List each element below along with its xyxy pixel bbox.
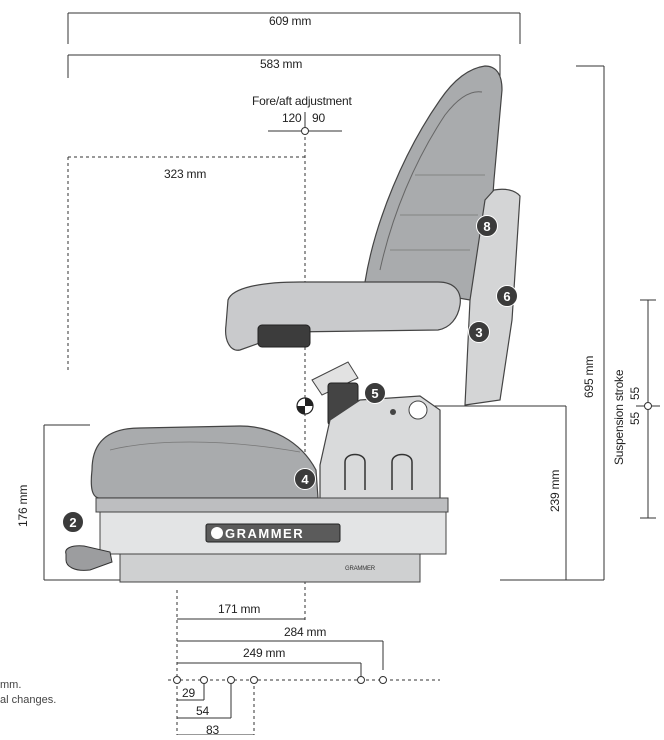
dim-695-label: 695 mm xyxy=(582,355,596,398)
dim-284-label: 284 mm xyxy=(284,625,327,639)
dim-609-label: 609 mm xyxy=(269,14,312,28)
baseline-markers xyxy=(173,127,652,684)
fore-aft-right-value: 90 xyxy=(312,111,325,125)
dim-29-label: 29 xyxy=(182,686,195,700)
fore-aft-left-value: 120 xyxy=(282,111,302,125)
callout-marker-6: 6 xyxy=(496,285,518,307)
callout-marker-4: 4 xyxy=(294,468,316,490)
brand-logo-text: GRAMMER xyxy=(225,526,305,541)
dim-176-label: 176 mm xyxy=(16,484,30,527)
suspension-down-value: 55 xyxy=(628,412,642,425)
callout-marker-5: 5 xyxy=(364,382,386,404)
fore-aft-title: Fore/aft adjustment xyxy=(252,94,352,108)
dim-583-label: 583 mm xyxy=(260,57,303,71)
footnote-line-2: al changes. xyxy=(0,694,57,706)
dashed-guides xyxy=(67,131,440,735)
dim-54-label: 54 xyxy=(196,704,209,718)
brand-small-text: GRAMMER xyxy=(345,566,375,572)
callout-marker-3: 3 xyxy=(468,321,490,343)
dim-171-label: 171 mm xyxy=(218,602,261,616)
dim-83-label: 83 xyxy=(206,723,219,737)
suspension-up-value: 55 xyxy=(628,387,642,400)
callout-marker-8: 8 xyxy=(476,215,498,237)
seat-illustration xyxy=(65,65,521,583)
dim-249-label: 249 mm xyxy=(243,646,286,660)
suspension-stroke-label: Suspension stroke xyxy=(612,369,626,465)
dim-239-label: 239 mm xyxy=(548,469,562,512)
dim-323-label: 323 mm xyxy=(164,167,207,181)
callout-marker-2: 2 xyxy=(62,511,84,533)
dimension-lines xyxy=(43,12,660,736)
footnote-line-1: mm. xyxy=(0,679,22,691)
